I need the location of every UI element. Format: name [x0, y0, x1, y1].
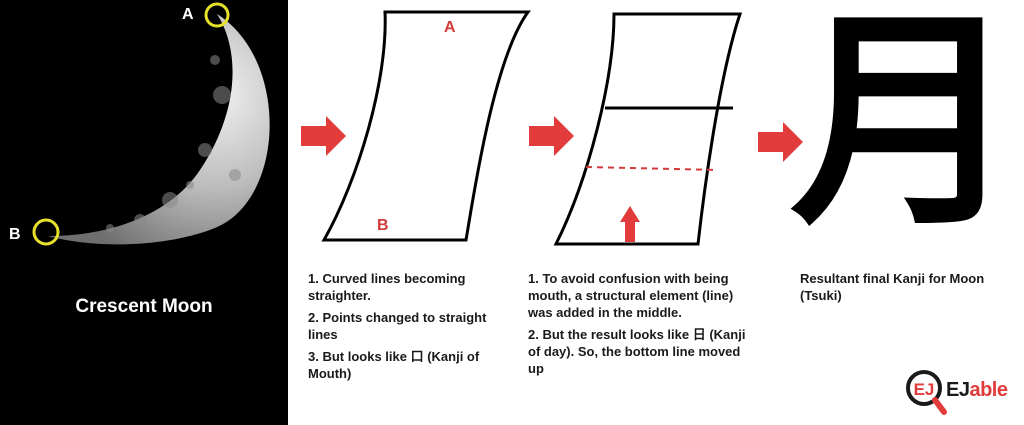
step1-description: 1. Curved lines becoming straighter. 2. …: [308, 270, 508, 387]
logo-wordmark: EJable: [946, 379, 1008, 402]
logo-mark-text: EJ: [914, 380, 935, 399]
arrow-right-icon: [758, 122, 803, 162]
arrow-right-icon: [529, 116, 574, 156]
arrow-up-icon: [620, 206, 640, 242]
curved-shape-step2: [553, 12, 743, 246]
kanji-tsuki: 月: [790, 0, 1021, 257]
logo-text-accent: able: [969, 379, 1008, 401]
step1-line: 1. Curved lines becoming straighter.: [308, 271, 466, 303]
evolution-diagram: A B: [301, 10, 803, 246]
magnifier-logo-icon: EJ: [906, 370, 947, 415]
step1-line: 3. But looks like 口 (Kanji of Mouth): [308, 349, 480, 381]
logo-text-main: EJ: [946, 379, 970, 401]
moon-point-b-label: B: [9, 226, 21, 243]
step3-line: Resultant final Kanji for Moon (Tsuki): [800, 271, 985, 303]
step3-description: Resultant final Kanji for Moon (Tsuki): [800, 270, 990, 309]
shape-point-a-label: A: [444, 19, 456, 36]
moon-caption: Crescent Moon: [75, 296, 213, 317]
crescent-moon-shape: [48, 14, 270, 245]
moon-point-a-label: A: [182, 6, 194, 23]
step2-description: 1. To avoid confusion with being mouth, …: [528, 270, 748, 382]
bottom-line-dashed: [585, 166, 719, 171]
moon-crater-texture: [106, 55, 241, 232]
arrow-right-icon: [301, 116, 346, 156]
step1-line: 2. Points changed to straight lines: [308, 310, 487, 342]
point-a-marker: [204, 2, 230, 28]
point-b-marker: [32, 218, 60, 246]
step2-line: 1. To avoid confusion with being mouth, …: [528, 271, 734, 320]
ejable-logo: EJ EJable: [904, 364, 1019, 420]
step2-line: 2. But the result looks like 日 (Kanji of…: [528, 327, 746, 376]
shape-point-b-label: B: [377, 217, 389, 234]
curved-shape-step1: [321, 10, 531, 242]
moon-photo-panel: A B Crescent Moon: [0, 0, 288, 425]
crescent-moon-image: [32, 2, 270, 246]
